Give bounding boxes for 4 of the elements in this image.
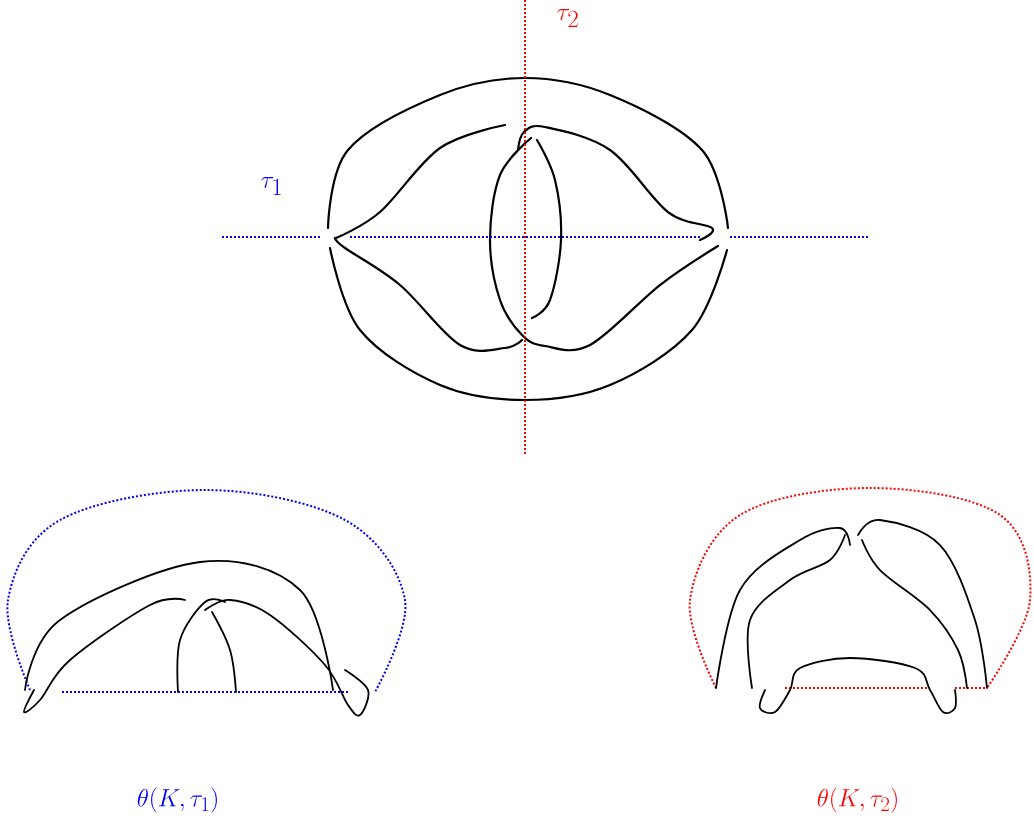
axis-label: $\tau_1$ (261, 176, 281, 196)
axis-label: $\tau_2$ (557, 8, 578, 28)
axis-label: $\theta(K,\tau_2)$ (817, 787, 897, 813)
axis-label: $\theta(K,\tau_1)$ (137, 787, 217, 813)
